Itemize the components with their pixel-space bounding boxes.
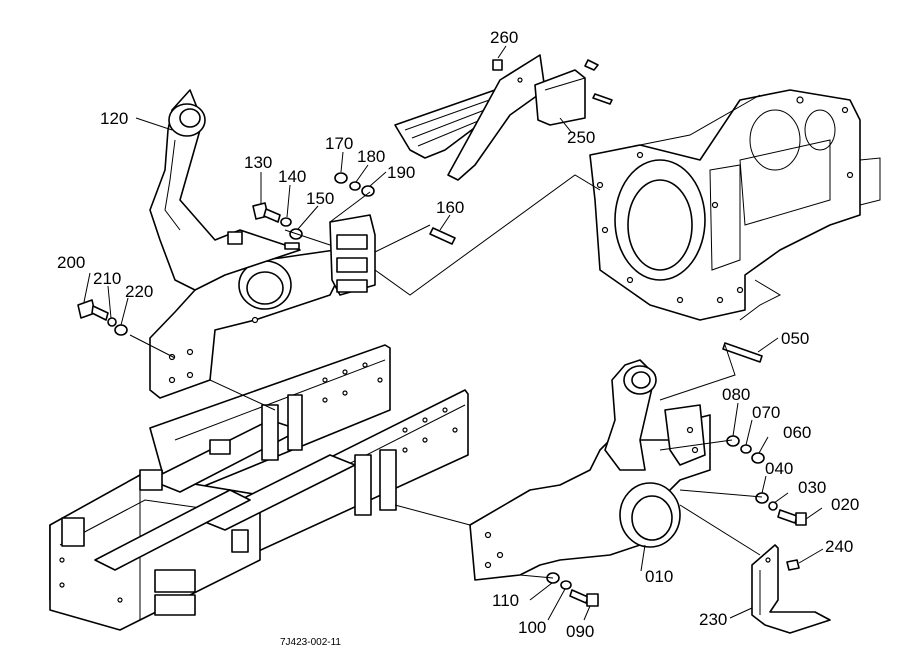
label-220: 220 — [125, 282, 153, 301]
label-080: 080 — [722, 385, 750, 404]
assembly-lines — [129, 174, 782, 579]
label-160: 160 — [436, 198, 464, 217]
label-070: 070 — [752, 403, 780, 422]
part-labels: 260 120 170 180 190 130 140 150 160 250 … — [57, 28, 859, 648]
label-050: 050 — [781, 329, 809, 348]
left-arm-bracket — [149, 89, 376, 399]
step-bracket — [394, 54, 586, 181]
leader-lines — [83, 45, 824, 621]
label-240: 240 — [825, 537, 853, 556]
label-100: 100 — [518, 618, 546, 637]
main-frame-assembly — [49, 344, 469, 631]
label-260: 260 — [490, 28, 518, 47]
label-010: 010 — [645, 567, 673, 586]
label-110: 110 — [492, 591, 519, 610]
label-140: 140 — [278, 167, 306, 186]
label-020: 020 — [831, 495, 859, 514]
bracket-230 — [751, 544, 831, 634]
label-200: 200 — [57, 253, 85, 272]
label-150: 150 — [306, 189, 334, 208]
label-230: 230 — [699, 610, 727, 629]
label-120: 120 — [100, 109, 128, 128]
transmission-housing — [589, 89, 881, 321]
label-030: 030 — [798, 478, 826, 497]
label-060: 060 — [783, 423, 811, 442]
drawing-code: 7J423-002-11 — [280, 637, 341, 648]
label-250: 250 — [567, 128, 595, 147]
label-090: 090 — [566, 622, 594, 641]
label-210: 210 — [93, 269, 121, 288]
label-040: 040 — [765, 459, 793, 478]
label-130: 130 — [244, 153, 272, 172]
right-arm-bracket — [469, 359, 711, 581]
label-170: 170 — [325, 134, 353, 153]
label-190: 190 — [387, 163, 415, 182]
label-180: 180 — [357, 147, 385, 166]
